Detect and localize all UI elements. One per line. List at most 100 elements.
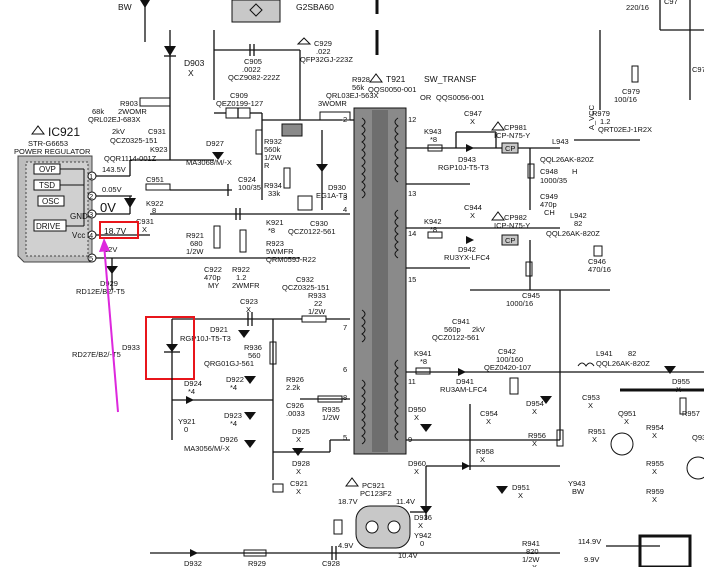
bridge-diode-icon bbox=[249, 3, 263, 17]
label-r933-val: 22 bbox=[314, 299, 322, 308]
label-rd12: RD12E/B2/-T5 bbox=[76, 287, 125, 296]
osc-block bbox=[37, 195, 65, 207]
label-rgp-d943: RGP10J-T5-T3 bbox=[438, 163, 489, 172]
label-d926-part: MA3056/M/-X bbox=[184, 444, 230, 453]
diode-d926-icon bbox=[244, 440, 256, 448]
label-c941: C941 bbox=[452, 317, 470, 326]
label-d930-part: EG1A-T3 bbox=[316, 191, 347, 200]
ic-desc: POWER REGULATOR bbox=[14, 147, 91, 156]
label-c946-val: 470/16 bbox=[588, 265, 611, 274]
label-c922-my: MY bbox=[208, 281, 219, 290]
diode-d942-icon bbox=[466, 236, 474, 244]
label-d923: D923 bbox=[224, 411, 242, 420]
label-k923: K923 bbox=[150, 145, 168, 154]
label-g2sba: G2SBA60 bbox=[296, 2, 334, 12]
label-c921: C921 bbox=[290, 479, 308, 488]
label-r921: R921 bbox=[186, 231, 204, 240]
label-d927-part: MA3068/M/-X bbox=[186, 158, 232, 167]
label-d950: D950 bbox=[408, 405, 426, 414]
t921-pin-6: 6 bbox=[343, 365, 347, 374]
capacitor-c942 bbox=[509, 377, 519, 395]
label-r928-val: 56k bbox=[352, 83, 364, 92]
capacitor-c945 bbox=[525, 261, 533, 277]
label-c924: C924 bbox=[238, 175, 256, 184]
label-r922-val: 1.2 bbox=[236, 273, 246, 282]
label-c921-x: X bbox=[296, 487, 301, 496]
label-c944-x: X bbox=[470, 211, 475, 220]
label-r934: R934 bbox=[264, 181, 282, 190]
pin-5-label: 5 bbox=[89, 254, 93, 263]
label-c932-part: QCZ0325-151 bbox=[282, 283, 330, 292]
label-d925: D925 bbox=[292, 427, 310, 436]
ferrite-k941 bbox=[415, 367, 431, 375]
transformer-windings bbox=[361, 117, 399, 445]
label-r936: R936 bbox=[244, 343, 262, 352]
label-r936-val: 560 bbox=[248, 351, 261, 360]
label-49v: 4.9V bbox=[338, 541, 353, 550]
label-r955-x: X bbox=[652, 467, 657, 476]
label-q951: Q951 bbox=[618, 409, 636, 418]
label-c954-x: X bbox=[486, 417, 491, 426]
inductor-l941 bbox=[577, 362, 595, 367]
label-bw-top: BW bbox=[118, 2, 132, 12]
label-c941-kv: 2kV bbox=[472, 325, 485, 334]
label-c922-val: 470p bbox=[204, 273, 221, 282]
label-c979-val: 100/16 bbox=[614, 95, 637, 104]
resistor-r933 bbox=[301, 315, 327, 323]
capacitor-c930 bbox=[297, 195, 313, 211]
label-t921-name: SW_TRANSF bbox=[424, 74, 476, 84]
warning-icon bbox=[31, 125, 45, 135]
label-l941: L941 bbox=[596, 349, 613, 358]
t921-pin-2: 2 bbox=[343, 115, 347, 124]
resistor-r934 bbox=[283, 167, 291, 189]
label-c929-part: QFP32GJ-223Z bbox=[300, 55, 353, 64]
label-d954-x: X bbox=[532, 407, 537, 416]
label-r951-x: X bbox=[592, 435, 597, 444]
label-d922: D922 bbox=[226, 375, 244, 384]
ferrite-k942 bbox=[427, 231, 443, 239]
label-h: H bbox=[572, 167, 577, 176]
label-d930: D930 bbox=[328, 183, 346, 192]
label-r903-rating: 2WOMR bbox=[118, 107, 147, 116]
label-c947: C947 bbox=[464, 109, 482, 118]
label-c949: C949 bbox=[540, 192, 558, 201]
label-r979: R979 bbox=[592, 109, 610, 118]
label-104v: 10.4V bbox=[398, 551, 418, 560]
label-d941-part: RU3AM-LFC4 bbox=[440, 385, 487, 394]
transistor-q951-icon bbox=[610, 432, 634, 456]
gnd-label: GND bbox=[70, 212, 88, 221]
capacitor bbox=[333, 519, 343, 535]
label-k941: K941 bbox=[414, 349, 432, 358]
label-k943-val: *8 bbox=[430, 135, 437, 144]
label-k941-val: *8 bbox=[420, 357, 427, 366]
diode-d951-icon bbox=[496, 486, 508, 494]
label-c931: C931 bbox=[148, 127, 166, 136]
label-c953-x: X bbox=[588, 401, 593, 410]
highlight-d933-box bbox=[145, 316, 195, 380]
label-t921-part1: QQS0050-001 bbox=[368, 85, 416, 94]
label-c905-part: QCZ9082-222Z bbox=[228, 73, 281, 82]
opto-led-icon bbox=[365, 520, 379, 534]
warning-icon bbox=[296, 37, 312, 45]
resistor-r903 bbox=[139, 97, 171, 107]
t921-pin-4: 4 bbox=[343, 205, 347, 214]
label-r935: R935 bbox=[322, 405, 340, 414]
label-k921-val: *8 bbox=[268, 226, 275, 235]
warning-icon bbox=[491, 211, 505, 221]
label-c923-x: X bbox=[246, 305, 251, 314]
label-r954: R954 bbox=[646, 423, 664, 432]
label-c946: C946 bbox=[588, 257, 606, 266]
drive-label: DRIVE bbox=[36, 222, 60, 231]
label-y943: Y943 bbox=[568, 479, 586, 488]
bridge-rectifier bbox=[231, 0, 281, 23]
label-r954-x: X bbox=[652, 431, 657, 440]
label-r922: R922 bbox=[232, 265, 250, 274]
label-d933: D933 bbox=[122, 343, 140, 352]
label-r941: R941 bbox=[522, 539, 540, 548]
label-q951-x: X bbox=[624, 417, 629, 426]
label-r928-rating: 3WOMR bbox=[318, 99, 347, 108]
label-r928-part: QRL03EJ-563X bbox=[326, 91, 379, 100]
label-cp982-part: ICP-N75-Y bbox=[494, 221, 530, 230]
arrow-head-icon bbox=[99, 238, 110, 252]
label-r958-x: X bbox=[480, 455, 485, 464]
